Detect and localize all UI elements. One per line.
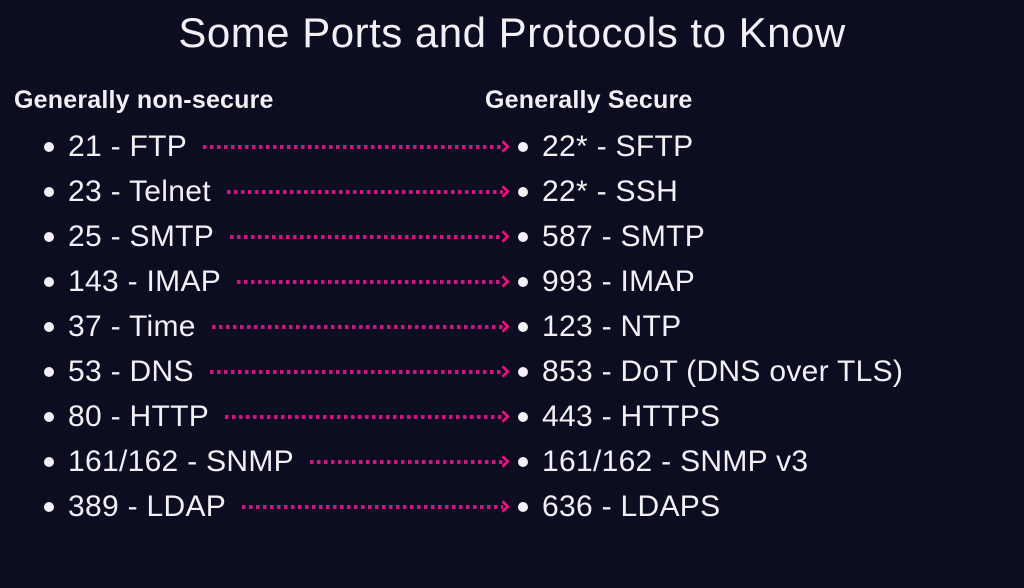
dotted-arrow-right-icon bbox=[209, 365, 510, 379]
dotted-arrow-right-icon bbox=[226, 185, 510, 199]
nonsecure-port-label: 143 - IMAP bbox=[68, 264, 222, 298]
nonsecure-port-label: 53 - DNS bbox=[68, 354, 194, 388]
dotted-arrow-right-icon bbox=[211, 320, 510, 334]
arrowhead-icon bbox=[497, 365, 510, 379]
secure-item: 161/162 - SNMP v3 bbox=[518, 445, 1024, 479]
secure-column-header: Generally Secure bbox=[485, 86, 693, 115]
secure-item: 22* - SFTP bbox=[518, 130, 1024, 164]
arrow-dotted-line bbox=[230, 234, 503, 239]
nonsecure-port-label: 80 - HTTP bbox=[68, 399, 210, 433]
secure-port-label: 161/162 - SNMP v3 bbox=[542, 444, 809, 478]
nonsecure-port-label: 25 - SMTP bbox=[68, 219, 215, 253]
secure-item: 993 - IMAP bbox=[518, 265, 1024, 299]
dotted-arrow-right-icon bbox=[242, 500, 510, 514]
bullet-icon bbox=[44, 141, 54, 152]
secure-item: 636 - LDAPS bbox=[518, 490, 1024, 524]
arrow-dotted-line bbox=[209, 369, 503, 374]
nonsecure-port-label: 37 - Time bbox=[68, 309, 196, 343]
arrow-dotted-line bbox=[242, 504, 503, 509]
port-mapping-row: 25 - SMTP 587 - SMTP bbox=[0, 214, 1024, 259]
secure-port-label: 123 - NTP bbox=[542, 309, 682, 343]
bullet-icon bbox=[518, 231, 528, 242]
bullet-icon bbox=[518, 411, 528, 422]
secure-port-label: 853 - DoT (DNS over TLS) bbox=[542, 354, 904, 388]
secure-port-label: 587 - SMTP bbox=[542, 219, 706, 253]
secure-item: 587 - SMTP bbox=[518, 220, 1024, 254]
dotted-arrow-right-icon bbox=[237, 275, 510, 289]
port-mapping-row: 23 - Telnet 22* - SSH bbox=[0, 169, 1024, 214]
bullet-icon bbox=[518, 276, 528, 287]
arrow-dotted-line bbox=[225, 414, 503, 419]
nonsecure-port-label: 23 - Telnet bbox=[68, 174, 211, 208]
arrowhead-icon bbox=[497, 230, 510, 244]
port-mapping-row: 37 - Time 123 - NTP bbox=[0, 304, 1024, 349]
arrowhead-icon bbox=[497, 275, 510, 289]
arrow-dotted-line bbox=[237, 279, 503, 284]
dotted-arrow-right-icon bbox=[230, 230, 510, 244]
secure-item: 443 - HTTPS bbox=[518, 400, 1024, 434]
bullet-icon bbox=[518, 366, 528, 377]
bullet-icon bbox=[44, 456, 54, 467]
port-mapping-row: 143 - IMAP 993 - IMAP bbox=[0, 259, 1024, 304]
secure-item: 123 - NTP bbox=[518, 310, 1024, 344]
bullet-icon bbox=[44, 411, 54, 422]
port-mapping-row: 80 - HTTP 443 - HTTPS bbox=[0, 394, 1024, 439]
nonsecure-item: 25 - SMTP bbox=[44, 220, 214, 254]
bullet-icon bbox=[44, 186, 54, 197]
dotted-arrow-right-icon bbox=[225, 410, 510, 424]
arrowhead-icon bbox=[497, 320, 510, 334]
nonsecure-item: 143 - IMAP bbox=[44, 265, 221, 299]
page-title: Some Ports and Protocols to Know bbox=[178, 9, 846, 56]
port-mapping-row: 21 - FTP 22* - SFTP bbox=[0, 124, 1024, 169]
nonsecure-item: 21 - FTP bbox=[44, 130, 187, 164]
arrowhead-icon bbox=[497, 410, 510, 424]
bullet-icon bbox=[44, 276, 54, 287]
ports-protocols-slide: Some Ports and Protocols to Know General… bbox=[0, 8, 1024, 588]
arrowhead-icon bbox=[497, 455, 510, 469]
nonsecure-item: 53 - DNS bbox=[44, 355, 194, 389]
nonsecure-item: 389 - LDAP bbox=[44, 490, 226, 524]
bullet-icon bbox=[44, 231, 54, 242]
bullet-icon bbox=[518, 321, 528, 332]
secure-port-label: 443 - HTTPS bbox=[542, 399, 721, 433]
nonsecure-item: 37 - Time bbox=[44, 310, 196, 344]
secure-port-label: 22* - SFTP bbox=[542, 129, 694, 163]
column-headers: Generally non-secure Generally Secure bbox=[0, 86, 1024, 114]
secure-item: 22* - SSH bbox=[518, 175, 1024, 209]
bullet-icon bbox=[44, 366, 54, 377]
bullet-icon bbox=[518, 456, 528, 467]
secure-port-label: 993 - IMAP bbox=[542, 264, 696, 298]
bullet-icon bbox=[518, 186, 528, 197]
secure-item: 853 - DoT (DNS over TLS) bbox=[518, 355, 1024, 389]
nonsecure-port-label: 389 - LDAP bbox=[68, 489, 227, 523]
nonsecure-item: 80 - HTTP bbox=[44, 400, 209, 434]
arrow-dotted-line bbox=[211, 324, 503, 329]
bullet-icon bbox=[518, 501, 528, 512]
port-mapping-row: 161/162 - SNMP 161/162 - SNMP v3 bbox=[0, 439, 1024, 484]
arrow-dotted-line bbox=[226, 189, 503, 194]
port-mapping-list: 21 - FTP 22* - SFTP 23 - Telnet bbox=[0, 124, 1024, 529]
nonsecure-item: 161/162 - SNMP bbox=[44, 445, 294, 479]
arrowhead-icon bbox=[497, 140, 510, 154]
port-mapping-row: 53 - DNS 853 - DoT (DNS over TLS) bbox=[0, 349, 1024, 394]
arrow-dotted-line bbox=[309, 459, 503, 464]
dotted-arrow-right-icon bbox=[309, 455, 510, 469]
secure-port-label: 636 - LDAPS bbox=[542, 489, 721, 523]
secure-port-label: 22* - SSH bbox=[542, 174, 679, 208]
nonsecure-port-label: 21 - FTP bbox=[68, 129, 188, 163]
bullet-icon bbox=[44, 501, 54, 512]
dotted-arrow-right-icon bbox=[203, 140, 510, 154]
port-mapping-row: 389 - LDAP 636 - LDAPS bbox=[0, 484, 1024, 529]
arrowhead-icon bbox=[497, 500, 510, 514]
nonsecure-port-label: 161/162 - SNMP bbox=[68, 444, 294, 478]
nonsecure-item: 23 - Telnet bbox=[44, 175, 211, 209]
arrow-dotted-line bbox=[203, 144, 503, 149]
arrowhead-icon bbox=[497, 185, 510, 199]
nonsecure-column-header: Generally non-secure bbox=[14, 86, 274, 115]
bullet-icon bbox=[518, 141, 528, 152]
bullet-icon bbox=[44, 321, 54, 332]
